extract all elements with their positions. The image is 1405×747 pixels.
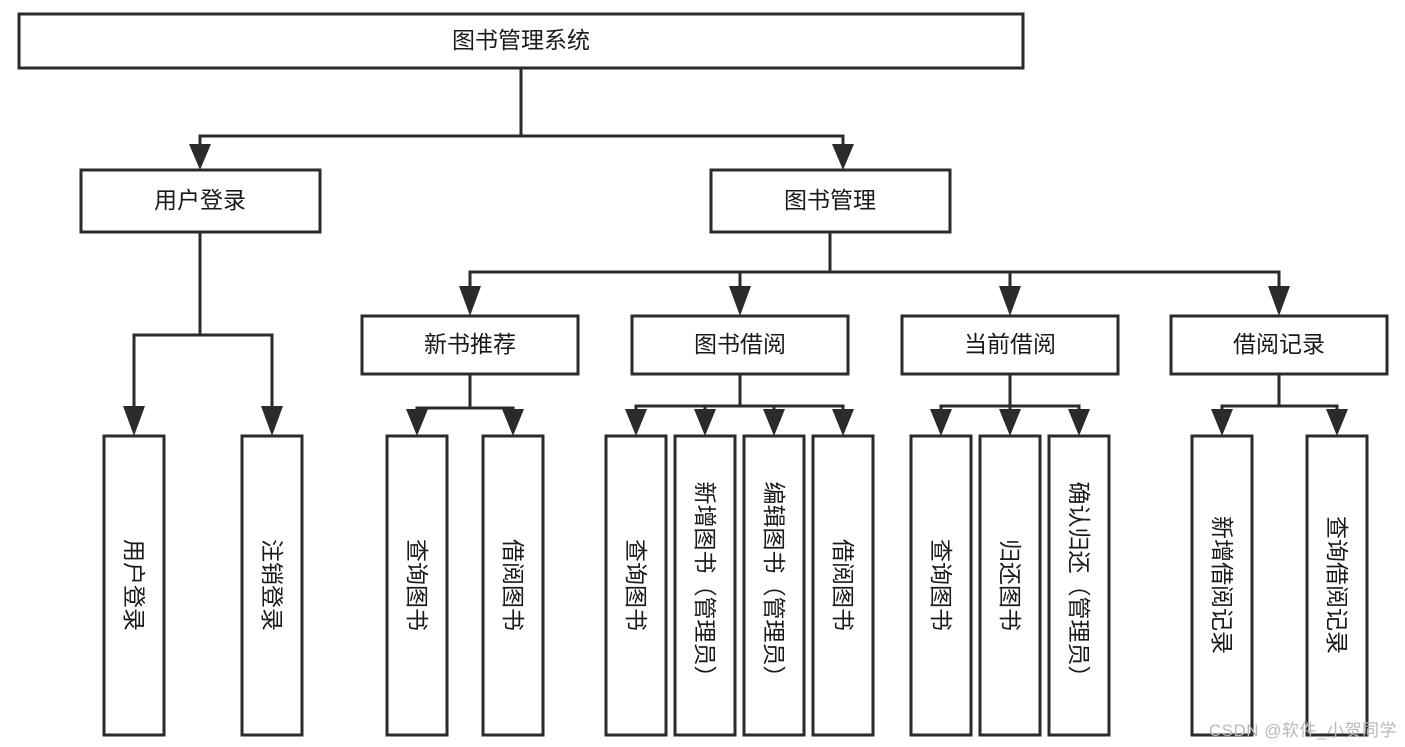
node-leaf-query-book-1-label: 查询图书 bbox=[404, 539, 430, 631]
connector-borrow-trunk bbox=[634, 372, 845, 414]
connector-bookmgmt-trunk bbox=[468, 230, 1281, 292]
node-leaf-query-record-box[interactable] bbox=[1305, 434, 1369, 737]
arrow-head-to-leaf-query-book-1 bbox=[406, 409, 428, 436]
arrow-head-to-leaf-user-login bbox=[123, 406, 145, 436]
node-leaf-user-login[interactable]: 用户登录 bbox=[102, 434, 166, 737]
node-leaf-query-book-2-label: 查询图书 bbox=[623, 539, 649, 631]
connector-group-login-to-leaves bbox=[123, 230, 283, 436]
node-leaf-borrow-book-2-box[interactable] bbox=[811, 434, 875, 737]
node-leaf-borrow-book-2-label: 借阅图书 bbox=[830, 539, 856, 631]
node-records-box[interactable] bbox=[1169, 314, 1389, 376]
arrow-head-to-leaf-return-book bbox=[999, 409, 1021, 436]
arrow-head-to-leaf-query-record bbox=[1326, 409, 1348, 436]
node-leaf-query-book-3[interactable]: 查询图书 bbox=[909, 434, 973, 737]
node-leaf-query-book-3-box[interactable] bbox=[909, 434, 973, 737]
node-newbook-box[interactable] bbox=[360, 314, 580, 376]
node-leaf-return-book[interactable]: 归还图书 bbox=[978, 434, 1042, 737]
arrow-head-to-borrow bbox=[729, 286, 751, 316]
connector-group-newbook-to-leaves bbox=[406, 372, 524, 436]
arrow-head-to-leaf-confirm-return bbox=[1068, 409, 1090, 436]
node-current-box[interactable] bbox=[900, 314, 1120, 376]
arrow-head-to-leaf-borrow-book-2 bbox=[832, 409, 854, 436]
node-leaf-borrow-book-2[interactable]: 借阅图书 bbox=[811, 434, 875, 737]
arrow-head-to-current bbox=[999, 286, 1021, 316]
node-leaf-user-logout-label: 注销登录 bbox=[259, 539, 285, 631]
node-root-box[interactable] bbox=[17, 12, 1025, 70]
connector-login-trunk bbox=[132, 230, 274, 412]
node-leaf-add-record-label: 新增借阅记录 bbox=[1209, 516, 1235, 654]
node-leaf-return-book-box[interactable] bbox=[978, 434, 1042, 737]
node-leaf-add-book-label: 新增图书（管理员） bbox=[692, 482, 718, 689]
node-leaf-query-book-1[interactable]: 查询图书 bbox=[385, 434, 449, 737]
connector-group-current-to-leaves bbox=[930, 372, 1090, 436]
node-leaf-edit-book[interactable]: 编辑图书（管理员） bbox=[742, 434, 806, 737]
node-leaf-query-book-2[interactable]: 查询图书 bbox=[604, 434, 668, 737]
connector-group-borrow-to-leaves bbox=[625, 372, 854, 436]
node-records-label: 借阅记录 bbox=[1233, 331, 1325, 357]
connector-records-trunk bbox=[1220, 372, 1339, 414]
arrow-head-to-leaf-borrow-book-1 bbox=[502, 409, 524, 436]
node-leaf-query-record[interactable]: 查询借阅记录 bbox=[1305, 434, 1369, 737]
node-login[interactable]: 用户登录 bbox=[79, 168, 322, 234]
node-borrow-label: 图书借阅 bbox=[694, 331, 786, 357]
node-current[interactable]: 当前借阅 bbox=[900, 314, 1120, 376]
node-login-box[interactable] bbox=[79, 168, 322, 234]
node-leaf-borrow-book-1-label: 借阅图书 bbox=[500, 539, 526, 631]
connector-root-trunk bbox=[198, 66, 845, 150]
node-leaf-user-login-label: 用户登录 bbox=[121, 539, 147, 631]
node-leaf-query-record-label: 查询借阅记录 bbox=[1324, 516, 1350, 654]
arrow-head-to-login bbox=[189, 144, 211, 170]
node-leaf-confirm-return-label: 确认归还（管理员） bbox=[1066, 482, 1092, 689]
connector-group-bookmgmt-to-level3 bbox=[459, 230, 1290, 316]
arrow-head-to-leaf-query-book-2 bbox=[625, 409, 647, 436]
node-leaf-add-book[interactable]: 新增图书（管理员） bbox=[673, 434, 737, 737]
node-newbook-label: 新书推荐 bbox=[424, 331, 516, 357]
node-borrow[interactable]: 图书借阅 bbox=[630, 314, 850, 376]
node-leaf-add-record[interactable]: 新增借阅记录 bbox=[1190, 434, 1254, 737]
node-bookmgmt[interactable]: 图书管理 bbox=[709, 168, 952, 234]
arrow-head-to-records bbox=[1268, 286, 1290, 316]
node-leaf-borrow-book-1-box[interactable] bbox=[481, 434, 545, 737]
arrow-head-to-bookmgmt bbox=[832, 144, 854, 170]
node-records[interactable]: 借阅记录 bbox=[1169, 314, 1389, 376]
node-leaf-edit-book-box[interactable] bbox=[742, 434, 806, 737]
node-bookmgmt-label: 图书管理 bbox=[784, 187, 876, 213]
node-bookmgmt-box[interactable] bbox=[709, 168, 952, 234]
arrow-head-to-leaf-add-record bbox=[1211, 409, 1233, 436]
connector-group-root-to-level2 bbox=[189, 66, 854, 170]
node-leaf-query-book-1-box[interactable] bbox=[385, 434, 449, 737]
node-root-label: 图书管理系统 bbox=[452, 27, 590, 53]
node-login-label: 用户登录 bbox=[154, 187, 246, 213]
node-leaf-user-login-box[interactable] bbox=[102, 434, 166, 737]
node-leaf-add-record-box[interactable] bbox=[1190, 434, 1254, 737]
node-leaf-add-book-box[interactable] bbox=[673, 434, 737, 737]
node-root[interactable]: 图书管理系统 bbox=[17, 12, 1025, 70]
arrow-head-to-leaf-add-book bbox=[694, 409, 716, 436]
node-borrow-box[interactable] bbox=[630, 314, 850, 376]
node-leaf-borrow-book-1[interactable]: 借阅图书 bbox=[481, 434, 545, 737]
node-leaf-user-logout[interactable]: 注销登录 bbox=[240, 434, 304, 737]
node-leaf-query-book-3-label: 查询图书 bbox=[928, 539, 954, 631]
connector-current-trunk bbox=[939, 372, 1081, 414]
arrow-head-to-leaf-user-logout bbox=[261, 406, 283, 436]
node-leaf-confirm-return-box[interactable] bbox=[1047, 434, 1111, 737]
connector-newbook-trunk bbox=[415, 372, 515, 414]
node-leaf-confirm-return[interactable]: 确认归还（管理员） bbox=[1047, 434, 1111, 737]
node-newbook[interactable]: 新书推荐 bbox=[360, 314, 580, 376]
arrow-head-to-newbook bbox=[459, 286, 481, 316]
node-leaf-user-logout-box[interactable] bbox=[240, 434, 304, 737]
arrow-head-to-leaf-query-book-3 bbox=[930, 409, 952, 436]
node-current-label: 当前借阅 bbox=[964, 331, 1056, 357]
node-leaf-edit-book-label: 编辑图书（管理员） bbox=[761, 482, 787, 689]
arrow-head-to-leaf-edit-book bbox=[763, 409, 785, 436]
node-leaf-return-book-label: 归还图书 bbox=[997, 539, 1023, 631]
node-leaf-query-book-2-box[interactable] bbox=[604, 434, 668, 737]
connector-group-records-to-leaves bbox=[1211, 372, 1348, 436]
